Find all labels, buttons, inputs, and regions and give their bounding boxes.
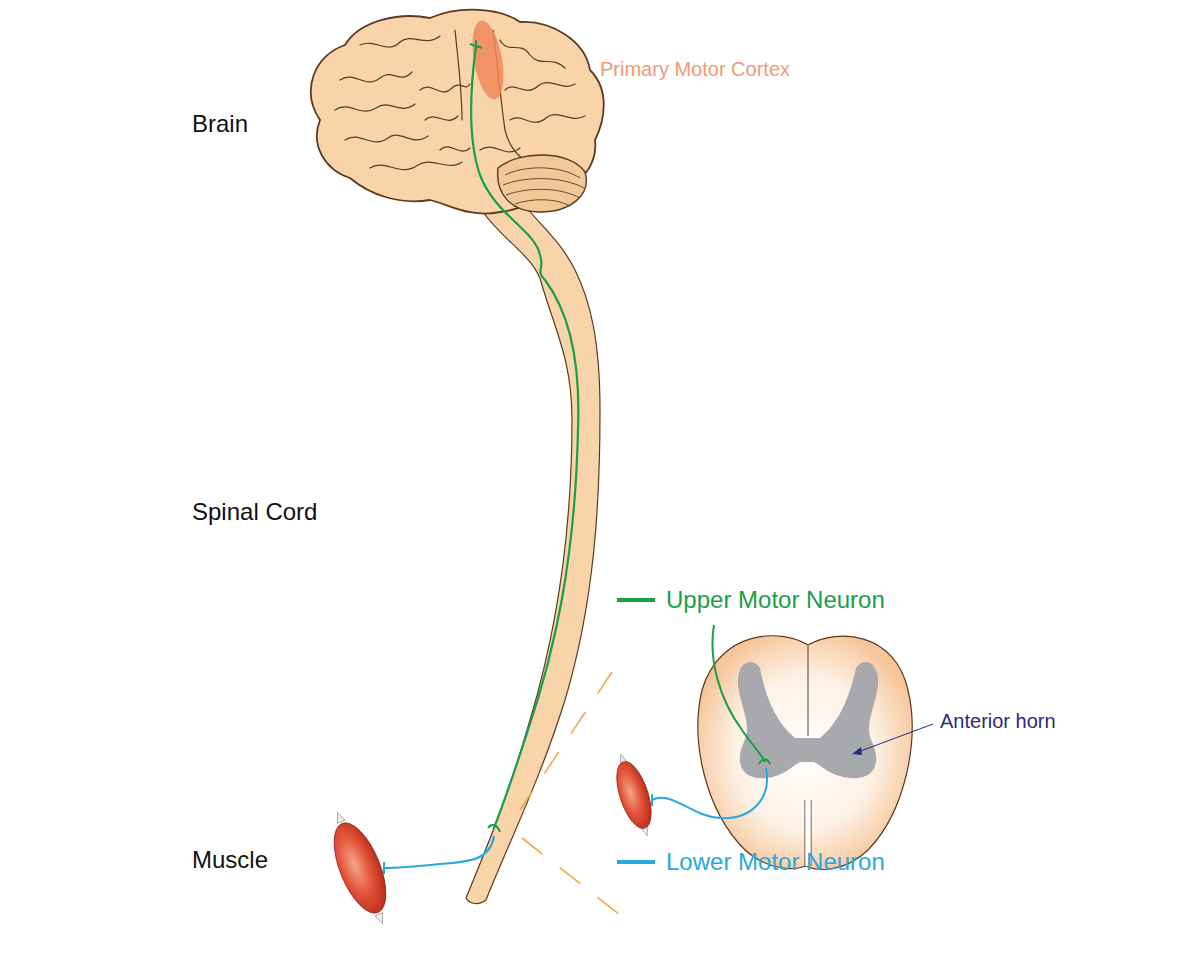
neuromuscular-junction [383,862,385,874]
part-label: Brain [192,110,248,138]
spinal-cord [466,200,600,904]
inset-muscle [607,750,660,840]
muscle [319,805,401,931]
legend-text: Upper Motor Neuron [666,586,885,613]
region-label: Primary Motor Cortex [600,58,790,81]
brain-outline [311,10,604,214]
leader-arrowhead [852,747,862,755]
zoom-lines [520,672,620,915]
legend-text: Lower Motor Neuron [666,848,885,875]
inset-lower-motor-neuron [652,768,767,818]
leader-line [858,724,933,752]
legend-item: Lower Motor Neuron [666,848,885,876]
inset-upper-motor-neuron [712,625,765,762]
synapse-terminal [488,825,500,832]
brain-gyri [335,30,585,170]
posterior-septum [808,646,809,736]
legend-sample-lower [617,860,655,864]
part-label: Anterior horn [940,710,1056,733]
cerebellum [498,155,587,212]
lower-motor-neuron-axon [384,836,494,868]
part-label: Spinal Cord [192,498,317,526]
part-label: Muscle [192,846,268,874]
upper-motor-neuron-terminal [470,40,482,50]
legend-sample-upper [617,598,655,602]
upper-motor-neuron-axon [471,46,578,828]
cord-cross-section [698,636,912,870]
legend-item: Upper Motor Neuron [666,586,885,614]
